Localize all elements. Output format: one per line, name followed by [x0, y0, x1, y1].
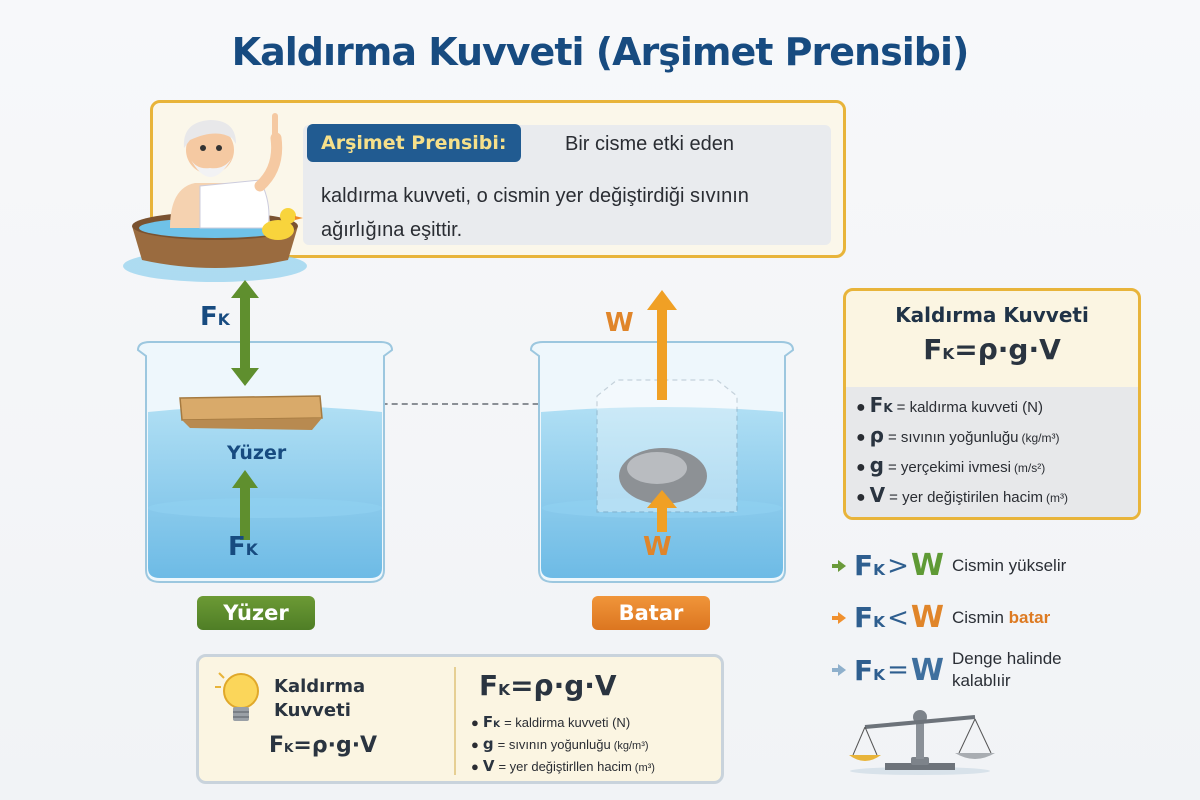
floating-badge: Yüzer [197, 596, 315, 630]
comparison-sinks: FK < W Cismin batar [832, 600, 1050, 635]
up-arrow-icon [647, 490, 677, 532]
principle-text-rest: kaldırma kuvveti, o cismin yer değiştird… [321, 185, 749, 241]
lightbulb-icon [215, 672, 259, 721]
balance-scale-icon [849, 710, 995, 775]
arrow-right-icon [832, 611, 846, 624]
legend-item: ●FK = kaldırma kuvveti (N) [856, 393, 1043, 417]
beaker-floating-icon [136, 341, 394, 583]
summary-formula-left: FK=ρ·g·V [269, 733, 378, 758]
legend-item: ●g = yerçekimi ivmesi(m/s²) [856, 453, 1046, 477]
sinking-badge: Batar [592, 596, 710, 630]
legend-item: ●FK = kaldirma kuvveti (N) [471, 713, 631, 731]
summary-legend: ●FK = kaldirma kuvveti (N) ●g = sıvının … [471, 713, 655, 779]
formula-box-title: Kaldırma Kuvveti [895, 303, 1089, 327]
beaker-sinking: W W [527, 290, 797, 590]
beaker-floating: FK Yüzer FK [130, 280, 400, 590]
archimedes-illustration-icon [123, 113, 307, 282]
summary-formula-right: FK=ρ·g·V [479, 669, 617, 702]
waterline-reference [150, 403, 740, 405]
weight-label-bottom: W [643, 532, 672, 562]
force-label-bottom: FK [228, 532, 258, 562]
legend-item: ●V = yer değiştirilen hacim(m³) [856, 483, 1068, 507]
comparison-equilibrium: FK = W Denge halinde kalablıir [832, 648, 1072, 692]
force-label-top: FK [200, 302, 230, 332]
formula-box-legend: ●FK = kaldırma kuvveti (N) ●ρ = sıvının … [846, 387, 1138, 517]
principle-label: Arşimet Prensibi: [307, 124, 521, 162]
legend-item: ●g = sıvının yoğunluğu(kg/m³) [471, 735, 649, 753]
principle-box: Arşimet Prensibi: Bir cisme etki eden ka… [150, 100, 846, 258]
formula-box-formula: FK=ρ·g·V [923, 333, 1061, 366]
arrow-right-icon [832, 664, 846, 676]
comparison-rises: FK > W Cismin yükselir [832, 548, 1066, 583]
double-arrow-icon [231, 280, 259, 386]
principle-text-line1: Bir cisme etki eden [565, 133, 734, 155]
summary-divider [454, 667, 456, 775]
arrow-right-icon [832, 559, 846, 572]
up-arrow-icon [647, 290, 677, 400]
summary-title: Kaldırma Kuvveti [274, 676, 366, 721]
page-title: Kaldırma Kuvveti (Arşimet Prensibi) [231, 30, 970, 74]
inner-label-floating: Yüzer [227, 442, 287, 464]
weight-label-top: W [605, 308, 634, 338]
legend-item: ●ρ = sıvının yoğunluğu(kg/m³) [856, 423, 1060, 447]
legend-item: ●V = yer değiştirllen hacim(m³) [471, 757, 655, 775]
formula-box: Kaldırma Kuvveti FK=ρ·g·V ●FK = kaldırma… [843, 288, 1141, 520]
up-arrow-icon [232, 470, 258, 540]
summary-box: Kaldırma Kuvveti FK=ρ·g·V FK=ρ·g·V ●FK =… [196, 654, 724, 784]
